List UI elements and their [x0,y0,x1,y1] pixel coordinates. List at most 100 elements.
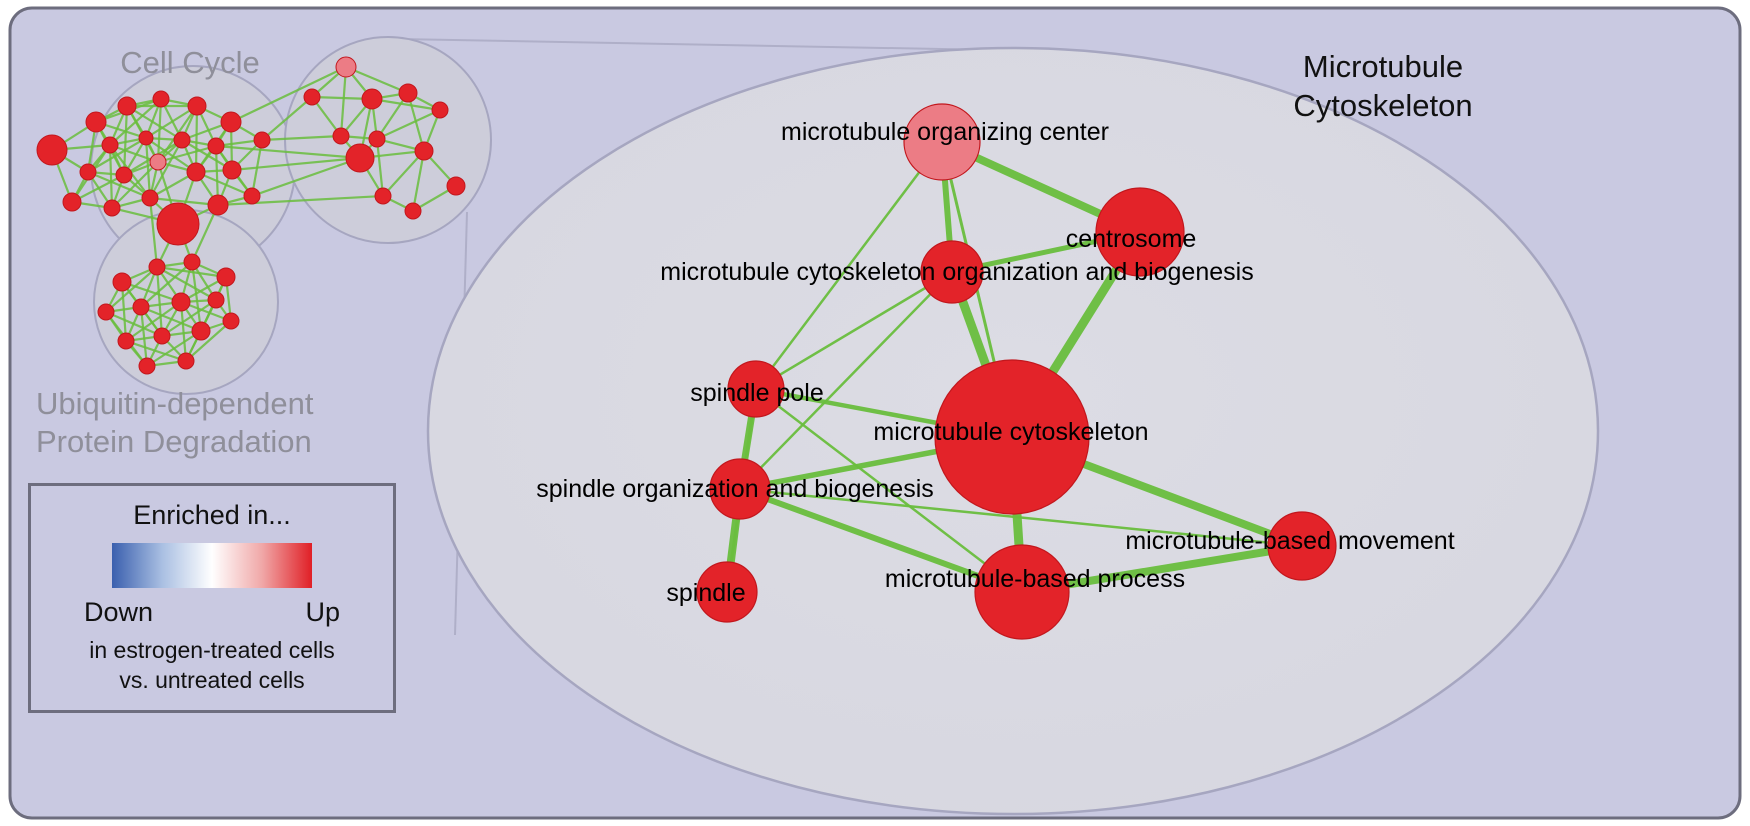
mini-edge [194,104,199,174]
ubiquitin-label-line2: Protein Degradation [36,424,312,459]
mini-edge [194,170,254,198]
mini-node [332,127,350,145]
mini-edge [144,136,198,174]
network-edge-spindle-pole-process [754,387,1024,594]
mini-node [101,136,119,154]
node-process [974,544,1070,640]
mini-node [117,96,137,116]
mini-node [79,163,97,181]
node-label-cytoskeleton: microtubule cytoskeleton [873,418,1148,446]
mini-node [335,56,357,78]
mini-edge [148,138,184,200]
mini-edge [144,136,152,200]
node-label-movement: microtubule-based movement [1125,527,1454,555]
mini-edge [148,196,159,269]
legend-endpoints: Down Up [84,597,340,628]
node-org [920,240,984,304]
mini-node [207,194,229,216]
mini-node [138,130,154,146]
node-spindle-org [709,458,771,520]
node-label-centrosome: centrosome [1066,225,1197,253]
mini-edge [179,300,188,363]
mini-node [361,88,383,110]
mini-node [149,153,167,171]
mini-edge [250,156,362,198]
mini-edge [260,95,314,142]
mini-edge [110,160,160,210]
legend-subtitle-line1: in estrogen-treated cells [89,637,335,663]
network-edge-org-spindle-pole [754,270,954,391]
network-edge-spindle-org-process [737,486,1025,595]
mini-edge [375,137,385,198]
mini-edge [184,319,233,363]
mini-edge [124,300,183,343]
mini-edge [120,280,183,304]
mini-node [171,292,191,312]
mini-node [62,192,82,212]
microtubule-cluster-label-line1: Microtubule [1303,49,1463,84]
mini-node [253,131,271,149]
legend-up-label: Up [305,597,340,627]
node-label-moc: microtubule organizing center [781,118,1109,146]
mini-node [187,96,207,116]
mini-edge [230,156,362,172]
mini-node [148,258,166,276]
mini-edge [155,265,164,338]
mini-node [152,90,170,108]
detailed-network: microtubule organizing center centrosome m… [536,103,1455,640]
mini-edge [108,97,163,147]
node-moc [903,103,981,181]
mini-node [156,202,200,246]
mini-edge [120,280,128,343]
node-cytoskeleton [934,359,1090,515]
node-label-process: microtubule-based process [885,565,1185,593]
cluster-circle-microtubule-cytoskeleton [284,36,492,244]
mini-node [404,202,422,220]
node-label-spindle-org: spindle organization and biogenesis [536,475,934,503]
static-labels: Cell Cycle Ubiquitin-dependent Protein D… [36,45,1473,459]
legend-title: Enriched in... [133,500,291,530]
mini-edge [381,149,426,198]
legend-subtitle: in estrogen-treated cells vs. untreated … [89,635,334,696]
mini-edge [148,196,220,207]
legend-gradient-bar [112,543,312,588]
mini-edge [125,104,184,142]
mini-node [115,166,133,184]
mini-node [431,101,449,119]
mini-node [36,134,68,166]
mini-edge [86,136,148,174]
mini-node [243,187,261,205]
mini-node [216,267,236,287]
mini-edge [155,265,228,279]
mini-node [117,332,135,350]
mini-node [97,303,115,321]
mini-edge [124,339,188,363]
microtubule-cluster-label-line2: Cytoskeleton [1293,88,1472,123]
mini-edge [214,144,362,160]
mini-node [222,160,242,180]
legend-down-label: Down [84,597,154,627]
mini-node [374,187,392,205]
mini-node [183,253,201,271]
mini-node [222,312,240,330]
mini-edge [229,65,348,124]
node-spindle [696,561,758,623]
mini-node [141,189,159,207]
mini-node [207,137,225,155]
mini-edge [375,108,442,141]
mini-edge [216,194,385,207]
mini-edge [339,65,348,138]
mini-node [345,143,375,173]
mini-node [220,111,242,133]
mini-edge [108,143,114,210]
mini-edge [145,329,203,368]
figure-border [8,6,1742,820]
mini-edge [190,260,203,333]
mini-map-network [36,36,492,395]
node-movement [1267,511,1337,581]
mini-edge [370,97,442,112]
mini-edge [411,149,426,213]
mini-edge [139,260,194,309]
